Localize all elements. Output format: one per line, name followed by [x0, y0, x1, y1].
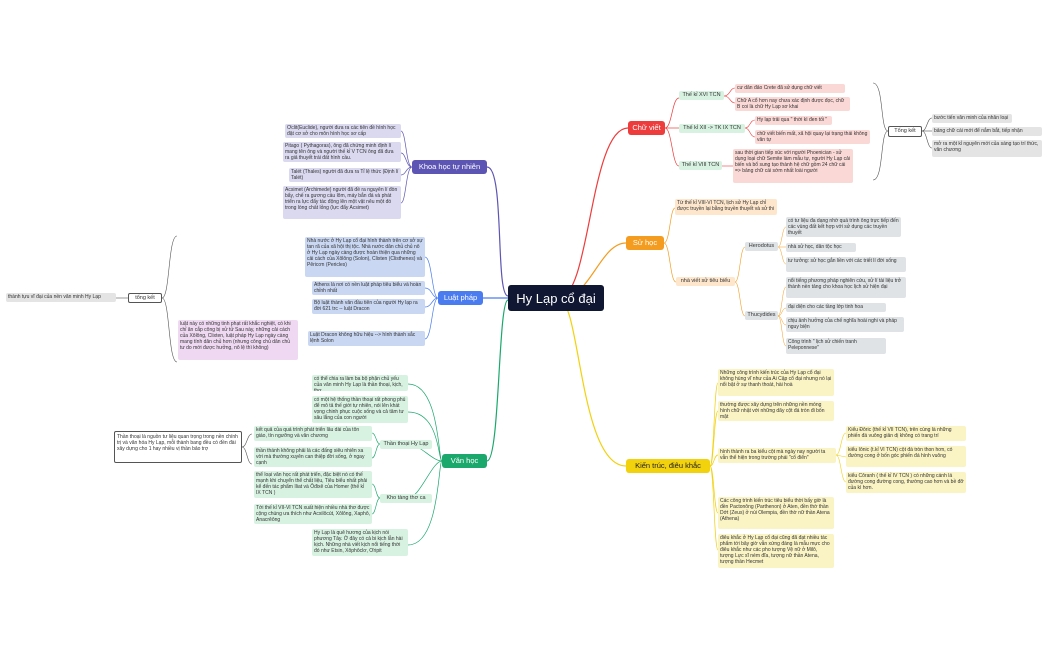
- branch-khoa-hoc[interactable]: Khoa học tự nhiên: [412, 160, 487, 174]
- khoa-hoc-euclide[interactable]: Ơclit(Euclide), người đưa ra các tiên đề…: [285, 124, 401, 138]
- kien-truc-style-ionic[interactable]: kiểu Iônic (t.kỉ VI TCN) cột đá tròn tho…: [846, 446, 966, 467]
- kien-truc-styles-label[interactable]: hình thành ra ba kiểu cột mà ngày nay ng…: [718, 448, 836, 463]
- van-hoc-summary[interactable]: Thần thoại là nguồn tư liệu quan trọng t…: [114, 431, 242, 463]
- link-root-kien-truc: [559, 300, 627, 467]
- tho-item-2[interactable]: Tới thế kỉ VII-VI TCN xuất hiện nhiều nh…: [254, 504, 372, 524]
- herodotus-item-2[interactable]: nhà sử học, dân tộc học: [786, 243, 856, 252]
- than-thoai-item-2[interactable]: thần thánh không phải là các đấng siêu n…: [254, 447, 372, 467]
- luat-phap-item-2[interactable]: Athens là nơi có nền luật pháp tiêu biểu…: [312, 281, 425, 295]
- than-thoai-item-1[interactable]: kết quả của quá trình phát triển lâu dài…: [254, 426, 372, 441]
- chu-viet-xvi-item-2[interactable]: Chữ A cổ hơn nay chưa xác định được đọc,…: [735, 97, 850, 111]
- su-hoc-intro[interactable]: Từ thế kỉ VIII-VI TCN, lịch sử Hy Lạp ch…: [675, 199, 777, 215]
- thucydides-item-4[interactable]: Công trình " lịch sử chiến tranh Pelepon…: [786, 338, 886, 354]
- tho-item-1[interactable]: thể loại văn học rất phát triển, đặc biệ…: [254, 471, 372, 498]
- khoa-hoc-thales[interactable]: Talét (Thales) người đã đưa ra Tỉ lệ thứ…: [289, 168, 401, 182]
- thucydides-item-3[interactable]: chịu ảnh hưởng của chế nghĩa hoài nghi v…: [786, 317, 904, 332]
- kien-truc-intro[interactable]: Những công trình kiến trúc của Hy Lạp cổ…: [718, 369, 834, 396]
- kien-truc-style-corinth[interactable]: kiểu Côranh ( thế kỉ IV TCN ) có những c…: [846, 472, 966, 493]
- luat-phap-item-1[interactable]: Nhà nước ở Hy Lạp cổ đại hình thành trên…: [305, 237, 425, 277]
- kien-truc-item-4[interactable]: Các công trình kiến trúc tiêu biểu thời …: [718, 497, 834, 529]
- luat-phap-item-3[interactable]: Bộ luật thành văn đầu tiên của người Hy …: [312, 299, 425, 314]
- herodotus-item-3[interactable]: tư tưởng: sử học gắn liền với các triết …: [786, 257, 906, 272]
- su-hoc-thucydides[interactable]: Thucydides: [745, 311, 778, 320]
- kien-truc-item-5[interactable]: điêu khắc ở Hy Lạp cổ đại cũng đã đạt nh…: [718, 534, 834, 568]
- van-hoc-than-thoai-label[interactable]: Thần thoại Hy Lạp: [380, 440, 432, 449]
- link-root-van-hoc: [486, 299, 509, 462]
- khoa-hoc-pythagoras[interactable]: Pitago ( Pythagoras), ông đã chứng minh …: [283, 142, 401, 162]
- van-hoc-item-1[interactable]: có thể chia ra làm ba bộ phận chủ yếu củ…: [312, 375, 408, 391]
- chu-viet-xii-label[interactable]: Thế kỉ XII -> TK IX TCN: [679, 124, 745, 133]
- branch-luat-phap[interactable]: Luật pháp: [438, 291, 483, 305]
- chu-viet-viii-text[interactable]: sau thời gian tiếp xúc với người Phoenic…: [733, 149, 853, 183]
- luat-phap-tongket[interactable]: tổng kết: [128, 293, 162, 303]
- van-hoc-kich[interactable]: Hy Lạp là quê hương của kịch nói phương …: [312, 529, 408, 556]
- herodotus-item-1[interactable]: có tư liệu đa dạng nhờ quá trình ông trự…: [786, 217, 901, 237]
- thucydides-item-2[interactable]: đại diện cho các tầng lớp tinh hoa: [786, 303, 886, 312]
- van-hoc-tho-label[interactable]: Kho tàng thơ ca: [380, 494, 432, 503]
- chu-viet-tongket[interactable]: Tổng kết: [888, 126, 922, 137]
- luat-phap-summary[interactable]: thành tựu vĩ đại của nền văn minh Hy Lạp: [6, 293, 116, 302]
- luat-phap-item-4[interactable]: Luật Dracon không hữu hiệu --> hình thàn…: [308, 331, 425, 346]
- chu-viet-tongket-item-2[interactable]: bảng chữ cái mới để nắm bắt, tiếp nhận: [932, 127, 1042, 136]
- root-node[interactable]: Hy Lạp cổ đại: [508, 285, 604, 311]
- chu-viet-xvi-item-1[interactable]: cư dân đảo Crete đã sử dụng chữ viết: [735, 84, 845, 93]
- chu-viet-xii-item-1[interactable]: Hy lạp trải qua " thời kì đen tối ": [755, 116, 832, 125]
- van-hoc-item-2[interactable]: có một hệ thống thần thoại rất phong phú…: [312, 396, 408, 423]
- branch-chu-viet[interactable]: Chữ viết: [628, 121, 665, 135]
- kien-truc-style-doric[interactable]: Kiểu Đôric (thế kỉ VII TCN), trên cùng l…: [846, 426, 966, 441]
- chu-viet-xvi-label[interactable]: Thế kỉ XVI TCN: [679, 91, 724, 100]
- chu-viet-xii-item-2[interactable]: chữ viết biến mất, xã hội quay lại trạng…: [755, 130, 870, 144]
- chu-viet-viii-label[interactable]: Thế kỉ VIII TCN: [679, 161, 722, 170]
- chu-viet-tongket-item-1[interactable]: bước tiến văn minh của nhân loại: [932, 114, 1012, 123]
- thucydides-item-1[interactable]: nổi tiếng phương pháp nghiên cứu, xử lí …: [786, 277, 906, 298]
- su-hoc-herodotus[interactable]: Herodotus: [745, 242, 778, 251]
- luat-phap-note[interactable]: luật này có những tinh phạt rất khắc ngh…: [178, 320, 298, 360]
- branch-kien-truc[interactable]: Kiến trúc, điêu khắc: [626, 459, 710, 473]
- khoa-hoc-archimede[interactable]: Acsimet (Archimede) người đã đề ra nguyê…: [283, 186, 401, 219]
- chu-viet-tongket-item-3[interactable]: mở ra một kỉ nguyên mới của sáng tạo trí…: [932, 140, 1042, 157]
- kien-truc-item-2[interactable]: thường được xây dựng trên những nền móng…: [718, 401, 834, 421]
- branch-van-hoc[interactable]: Văn học: [442, 454, 487, 468]
- branch-su-hoc[interactable]: Sử học: [626, 236, 664, 250]
- link-root-khoa-hoc: [486, 166, 509, 297]
- su-hoc-writers-label[interactable]: nhà viết sử tiêu biểu: [676, 277, 735, 286]
